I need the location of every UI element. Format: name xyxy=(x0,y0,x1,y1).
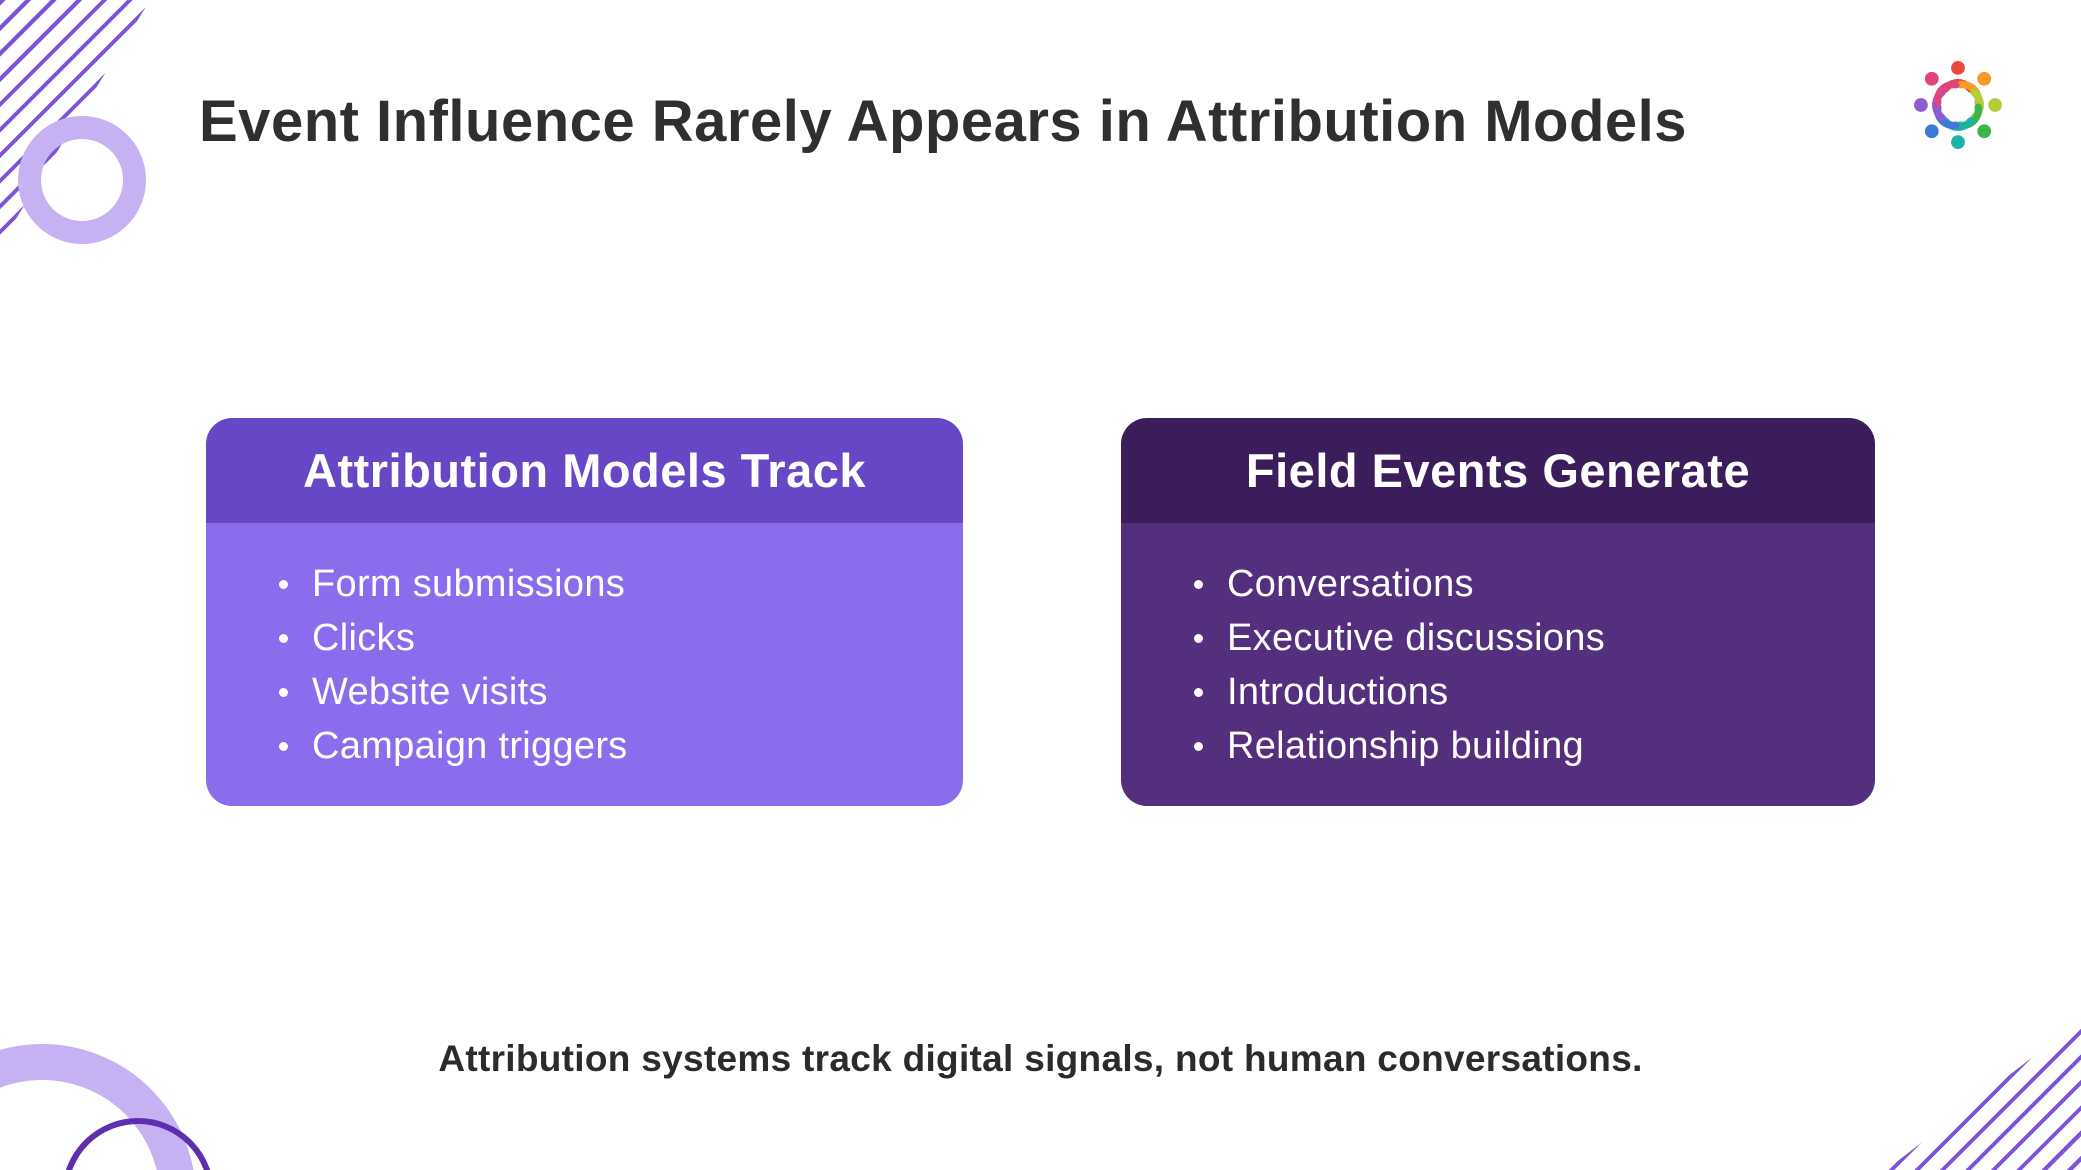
list-item-text: Form submissions xyxy=(312,563,626,605)
card-field-events-title: Field Events Generate xyxy=(1245,444,1751,497)
list-item-text: Introductions xyxy=(1227,671,1449,713)
card-field-events: Field Events Generate Conversations Exec… xyxy=(1121,418,1875,806)
bullet-icon xyxy=(1194,579,1203,589)
field-events-list: Conversations Executive discussions Intr… xyxy=(1194,557,1845,773)
list-item: Executive discussions xyxy=(1194,611,1845,665)
card-field-events-header: Field Events Generate xyxy=(1121,418,1875,523)
list-item-text: Campaign triggers xyxy=(312,725,628,767)
list-item: Campaign triggers xyxy=(279,719,933,773)
card-attribution-models: Attribution Models Track Form submission… xyxy=(206,418,963,806)
list-item: Form submissions xyxy=(279,557,933,611)
list-item-text: Conversations xyxy=(1227,563,1474,605)
people-circle-logo xyxy=(1905,52,2011,158)
list-item-text: Clicks xyxy=(312,617,416,659)
card-attribution-models-header: Attribution Models Track xyxy=(206,418,963,523)
list-item: Conversations xyxy=(1194,557,1845,611)
bullet-icon xyxy=(1194,633,1203,643)
list-item-text: Relationship building xyxy=(1227,725,1584,767)
logo-person xyxy=(1924,71,1960,107)
footer-note: Attribution systems track digital signal… xyxy=(438,1038,1643,1079)
list-item: Clicks xyxy=(279,611,933,665)
bullet-icon xyxy=(1194,687,1203,697)
attribution-models-list: Form submissions Clicks Website visits C… xyxy=(279,557,933,773)
bullet-icon xyxy=(279,741,288,751)
card-field-events-body: Conversations Executive discussions Intr… xyxy=(1121,523,1875,806)
list-item: Relationship building xyxy=(1194,719,1845,773)
bullet-icon xyxy=(279,687,288,697)
card-attribution-models-body: Form submissions Clicks Website visits C… xyxy=(206,523,963,806)
list-item: Website visits xyxy=(279,665,933,719)
bullet-icon xyxy=(279,579,288,589)
decorative-ring-top-left xyxy=(18,116,146,244)
bullet-icon xyxy=(279,633,288,643)
slide-title: Event Influence Rarely Appears in Attrib… xyxy=(199,89,1688,154)
list-item-text: Executive discussions xyxy=(1227,617,1606,659)
people-circle-logo-svg xyxy=(1914,61,2002,149)
list-item-text: Website visits xyxy=(312,671,548,713)
bullet-icon xyxy=(1194,741,1203,751)
list-item: Introductions xyxy=(1194,665,1845,719)
card-attribution-models-title: Attribution Models Track xyxy=(303,444,866,497)
